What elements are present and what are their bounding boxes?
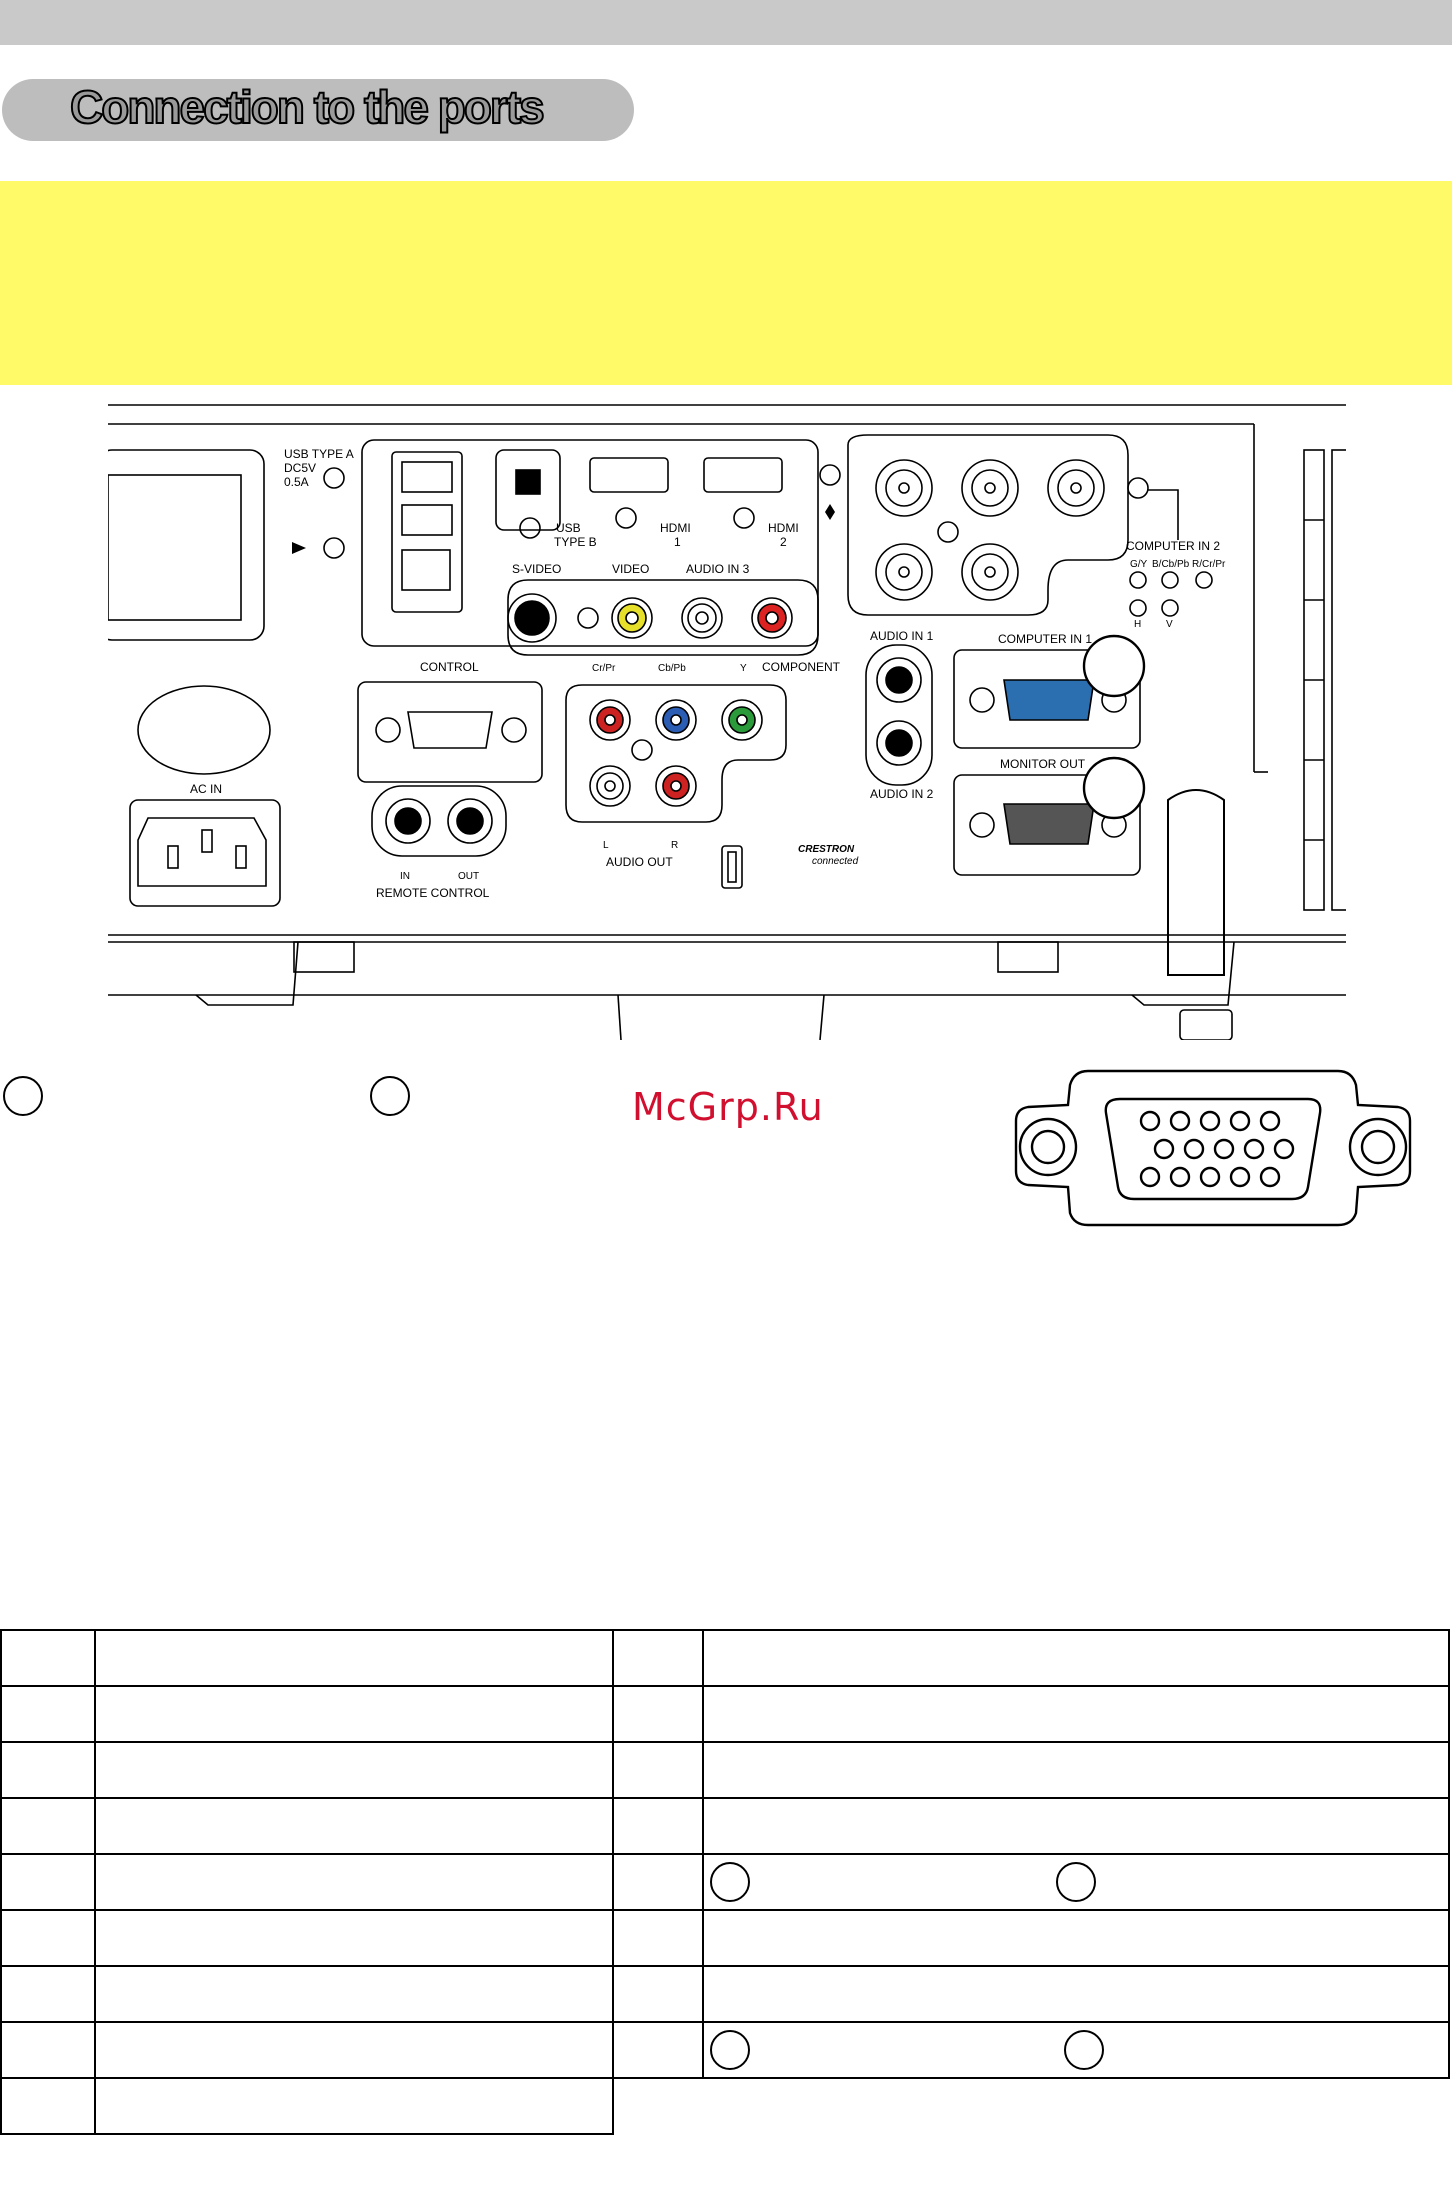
- label-out: OUT: [458, 871, 479, 882]
- label-usb-b-1: USB: [556, 521, 581, 535]
- label-hdmi1: HDMI: [660, 521, 691, 535]
- reference-circle: [370, 1076, 410, 1116]
- label-component: COMPONENT: [762, 660, 841, 674]
- label-audio-out: AUDIO OUT: [606, 855, 673, 869]
- label-cb-pb: Cb/Pb: [658, 663, 686, 674]
- label-usb-b-2: TYPE B: [554, 535, 597, 549]
- label-audio-in1: AUDIO IN 1: [870, 629, 934, 643]
- label-ac-in: AC IN: [190, 782, 222, 796]
- reference-circle: [1056, 1862, 1096, 1902]
- label-y: Y: [740, 663, 747, 674]
- label-in: IN: [400, 871, 410, 882]
- label-rcr: R/Cr/Pr: [1192, 559, 1226, 570]
- label-gy: G/Y: [1130, 559, 1148, 570]
- reference-circle: [1064, 2030, 1104, 2070]
- label-h: H: [1134, 619, 1141, 630]
- note-band: [0, 181, 1452, 385]
- pin-table-left: [0, 1629, 614, 2135]
- label-hdmi2-num: 2: [780, 535, 787, 549]
- label-remote-control: REMOTE CONTROL: [376, 886, 490, 900]
- label-computer-in1: COMPUTER IN 1: [998, 632, 1092, 646]
- label-v: V: [1166, 619, 1173, 630]
- label-usb-type-a: USB TYPE A: [284, 447, 354, 461]
- label-video: VIDEO: [612, 562, 649, 576]
- label-s-video: S-VIDEO: [512, 562, 561, 576]
- top-bar: [0, 0, 1452, 45]
- label-audio-out-l: L: [603, 840, 609, 851]
- title-pill: [2, 79, 634, 141]
- label-audio-in3: AUDIO IN 3: [686, 562, 750, 576]
- label-dc5v: DC5V: [284, 461, 316, 475]
- watermark: McGrp.Ru: [632, 1085, 824, 1129]
- page-title: Connection to the ports: [69, 80, 546, 134]
- label-audio-out-r: R: [671, 840, 678, 851]
- label-audio-in2: AUDIO IN 2: [870, 787, 934, 801]
- label-bcb: B/Cb/Pb: [1152, 559, 1190, 570]
- dsub-connector-diagram: [1014, 1069, 1412, 1227]
- label-computer-in2: COMPUTER IN 2: [1126, 539, 1220, 553]
- label-control: CONTROL: [420, 660, 479, 674]
- projector-port-panel: USB TYPE A DC5V 0.5A USB TYPE B HDMI 1 H…: [108, 404, 1346, 1040]
- crestron-connected: connected: [812, 856, 859, 867]
- label-hdmi1-num: 1: [674, 535, 681, 549]
- reference-circle: [710, 2030, 750, 2070]
- reference-circle: [3, 1076, 43, 1116]
- crestron-logo: CRESTRON: [798, 844, 855, 855]
- pin-table-right: [612, 1629, 1450, 2079]
- label-monitor-out: MONITOR OUT: [1000, 757, 1086, 771]
- label-cr-pr: Cr/Pr: [592, 663, 616, 674]
- label-hdmi2: HDMI: [768, 521, 799, 535]
- reference-circle: [710, 1862, 750, 1902]
- label-amp: 0.5A: [284, 475, 309, 489]
